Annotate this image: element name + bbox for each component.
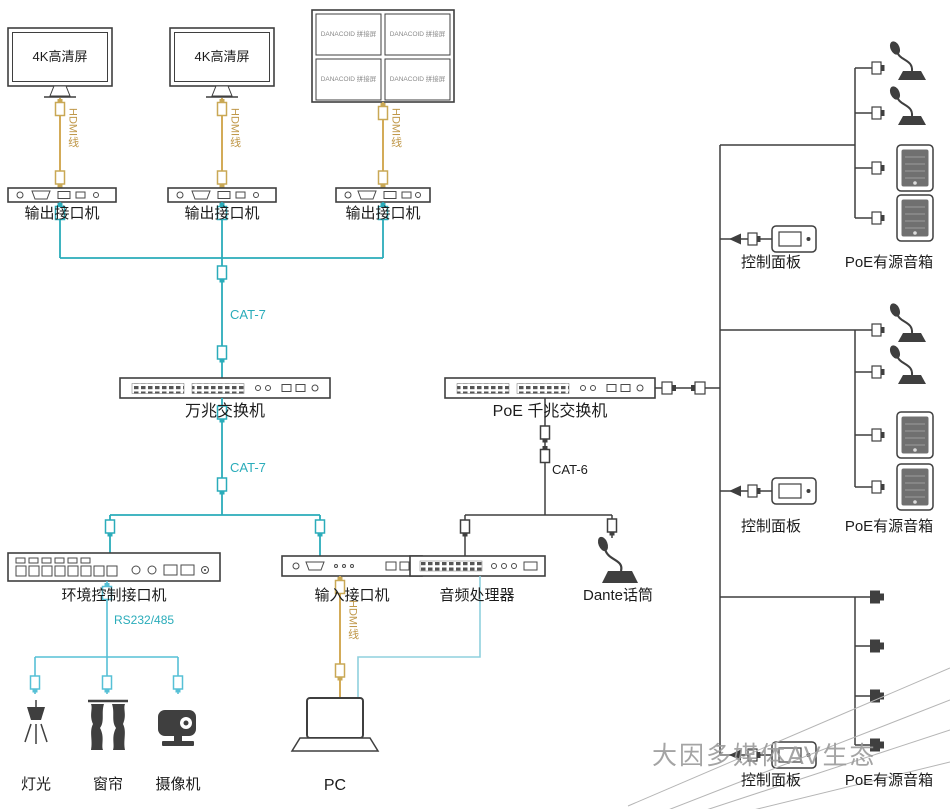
poe-switch — [444, 377, 656, 399]
input-interface — [281, 555, 423, 577]
gooseneck-mic-icon — [886, 83, 927, 126]
curtain-label: 窗帘 — [92, 776, 124, 793]
rs232-label: RS232/485 — [114, 613, 175, 627]
plug-icon — [870, 590, 884, 604]
right-trunk — [719, 144, 855, 755]
video-wall — [311, 9, 455, 103]
dante-mic-icon — [597, 536, 638, 583]
watermark-lines — [627, 667, 950, 809]
speaker-icon — [896, 144, 934, 192]
pc-audio-link — [357, 576, 481, 697]
hdmi-cable-label: HDMI线 — [66, 108, 79, 148]
gooseneck-mic-icon — [886, 342, 927, 385]
poe-switch-label: PoE 千兆交换机 — [492, 403, 608, 420]
videowall-cell-label: DANACOID 拼接屏 — [320, 75, 377, 83]
plug-icon — [870, 689, 884, 703]
cat7-label: CAT-7 — [230, 307, 266, 322]
hdmi-pc-label: HDMI线 — [346, 600, 359, 640]
display-2 — [169, 27, 275, 98]
output-interface-3 — [335, 187, 431, 203]
poe-uplink-cable — [655, 381, 720, 395]
curtain-icon — [88, 699, 128, 750]
pc-label: PC — [323, 777, 347, 794]
speaker-icon — [896, 194, 934, 242]
rs232-tree — [29, 581, 184, 694]
control-panel-label: 控制面板 — [740, 518, 802, 535]
input-interface-label: 输入接口机 — [314, 587, 390, 604]
control-panel-label: 控制面板 — [740, 772, 802, 789]
switch-10g — [119, 377, 331, 399]
output-interface-label: 输出接口机 — [24, 205, 100, 222]
control-panel-icon — [771, 477, 817, 505]
output-interface-2 — [167, 187, 277, 203]
hdmi-pc-cable — [334, 576, 346, 698]
cat7-bus — [54, 202, 389, 378]
display-1-label: 4K高清屏 — [32, 48, 88, 64]
speaker-icon — [896, 411, 934, 459]
control-panel-label: 控制面板 — [740, 254, 802, 271]
hdmi-cable-1 — [54, 98, 66, 189]
hdmi-cable-label: HDMI线 — [228, 108, 241, 148]
camera-label: 摄像机 — [155, 776, 201, 793]
speaker-group-2 — [720, 300, 934, 511]
cat7-label: CAT-7 — [230, 460, 266, 475]
output-interface-label: 输出接口机 — [345, 205, 421, 222]
poe-speaker-label: PoE有源音箱 — [844, 772, 934, 789]
poe-speaker-label: PoE有源音箱 — [844, 518, 934, 535]
hdmi-cable-label: HDMI线 — [389, 108, 402, 148]
display-1 — [7, 27, 113, 98]
light-label: 灯光 — [20, 776, 52, 793]
gooseneck-mic-icon — [886, 38, 927, 81]
speaker-group-1 — [720, 38, 934, 253]
switch-10g-label: 万兆交换机 — [184, 403, 266, 420]
output-interface-label: 输出接口机 — [184, 205, 260, 222]
light-icon — [24, 700, 48, 744]
cat7-downlink — [104, 398, 326, 556]
pc-icon — [290, 697, 380, 752]
videowall-cell-label: DANACOID 拼接屏 — [389, 75, 446, 83]
plug-icon — [870, 639, 884, 653]
hdmi-cable-2 — [216, 98, 228, 189]
output-interface-1 — [7, 187, 117, 203]
poe-speaker-label: PoE有源音箱 — [844, 254, 934, 271]
audio-processor-label: 音频处理器 — [439, 587, 515, 604]
env-control-interface — [7, 552, 221, 582]
hdmi-cable-3 — [377, 102, 389, 189]
speaker-icon — [896, 463, 934, 511]
videowall-cell-label: DANACOID 拼接屏 — [320, 30, 377, 38]
control-panel-icon — [771, 225, 817, 253]
watermark: 大因多媒体AV生态 — [652, 742, 877, 770]
cat6-label: CAT-6 — [552, 462, 588, 477]
camera-icon — [158, 710, 196, 746]
env-control-interface-label: 环境控制接口机 — [61, 587, 167, 604]
display-2-label: 4K高清屏 — [194, 48, 250, 64]
cat6-link — [459, 398, 618, 556]
videowall-cell-label: DANACOID 拼接屏 — [389, 30, 446, 38]
dante-mic-label: Dante话筒 — [582, 587, 654, 604]
audio-processor — [409, 555, 546, 577]
gooseneck-mic-icon — [886, 300, 927, 343]
